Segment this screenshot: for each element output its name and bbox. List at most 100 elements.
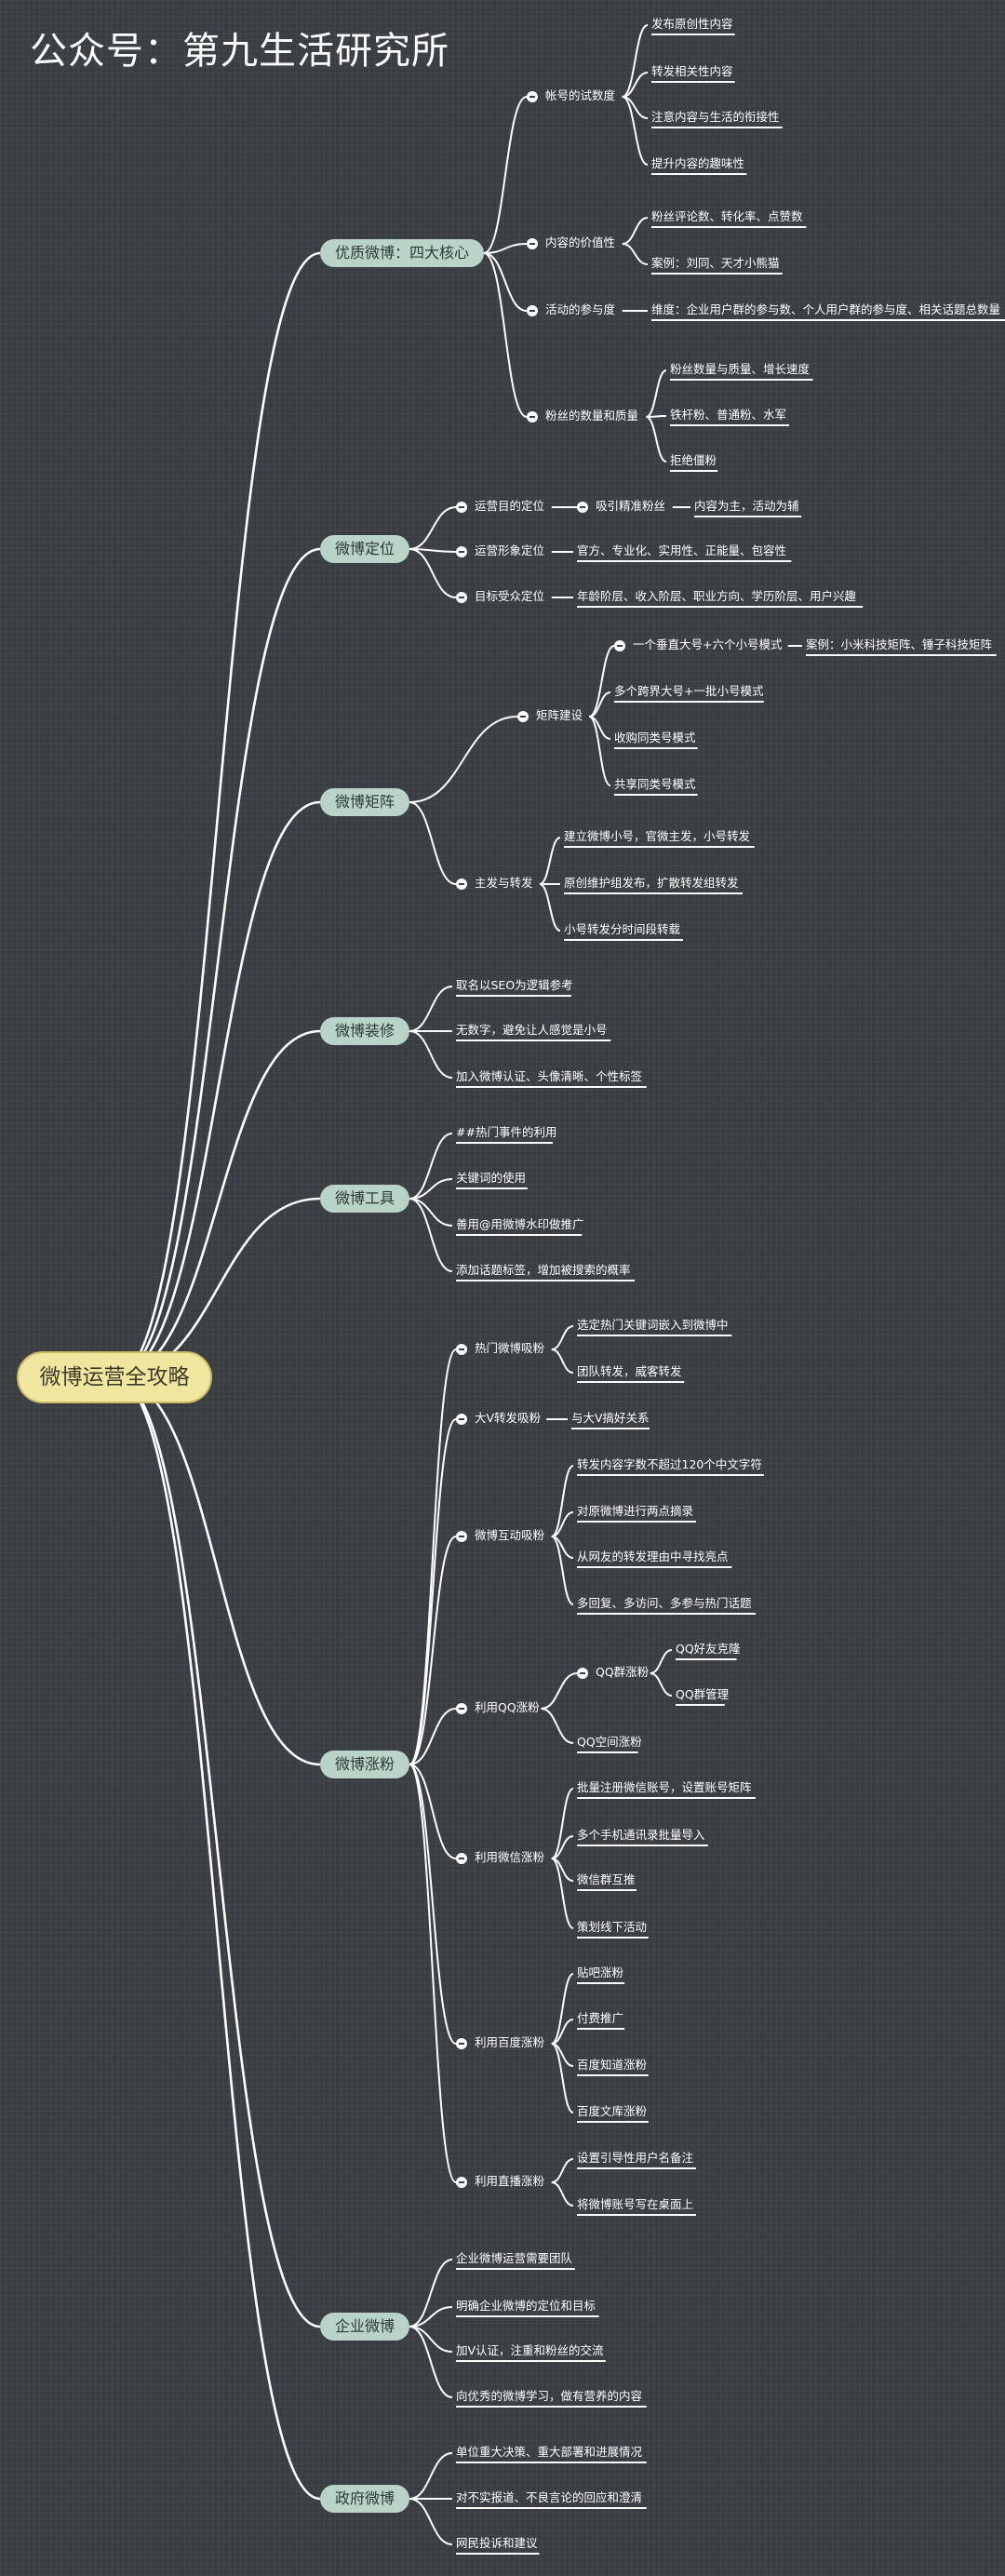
collapse-icon[interactable] <box>614 640 625 651</box>
subtopic[interactable]: 活动的参与度 <box>545 302 616 316</box>
subtopic[interactable]: 主发与转发 <box>475 876 533 890</box>
leaf-topic[interactable]: 案例：刘同、天才小熊猫 <box>651 256 780 270</box>
collapse-icon[interactable] <box>456 1703 467 1714</box>
branch-topic[interactable]: 政府微博 <box>320 2485 410 2513</box>
leaf-topic[interactable]: 官方、专业化、实用性、正能量、包容性 <box>577 543 787 557</box>
root-topic[interactable]: 微博运营全攻略 <box>17 1351 212 1403</box>
leaf-topic[interactable]: 吸引精准粉丝 <box>596 499 666 513</box>
leaf-topic[interactable]: QQ群涨粉 <box>596 1665 650 1679</box>
subtopic[interactable]: 单位重大决策、重大部署和进展情况 <box>456 2445 643 2459</box>
leaf-topic[interactable]: 付费推广 <box>577 2011 624 2025</box>
subtopic[interactable]: 利用QQ涨粉 <box>475 1700 540 1714</box>
leaf-topic[interactable]: 百度文库涨粉 <box>577 2104 648 2118</box>
subtopic[interactable]: ##热门事件的利用 <box>456 1125 557 1139</box>
branch-topic[interactable]: 微博工具 <box>320 1185 410 1213</box>
collapse-icon[interactable] <box>456 1414 467 1425</box>
leaf-topic[interactable]: 转发内容字数不超过120个中文字符 <box>577 1457 762 1471</box>
subtopic[interactable]: 明确企业微博的定位和目标 <box>456 2299 596 2313</box>
leaf-topic[interactable]: 对原微博进行两点摘录 <box>577 1504 694 1518</box>
leaf-topic[interactable]: 多回复、多访问、多参与热门话题 <box>577 1596 752 1610</box>
subtopic[interactable]: 内容的价值性 <box>545 235 616 249</box>
subtopic[interactable]: 粉丝的数量和质量 <box>545 409 639 423</box>
collapse-icon[interactable] <box>456 1344 467 1355</box>
collapse-icon[interactable] <box>577 1668 588 1679</box>
leaf-topic[interactable]: 转发相关性内容 <box>651 64 733 78</box>
collapse-icon[interactable] <box>577 502 588 513</box>
subtopic[interactable]: 加V认证，注重和粉丝的交流 <box>456 2343 604 2357</box>
collapse-icon[interactable] <box>456 1853 467 1864</box>
collapse-icon[interactable] <box>456 1531 467 1542</box>
collapse-icon[interactable] <box>527 91 538 102</box>
leaf-topic[interactable]: 注意内容与生活的衔接性 <box>651 110 780 124</box>
collapse-icon[interactable] <box>456 546 467 557</box>
subtopic[interactable]: 运营目的定位 <box>475 499 545 513</box>
leaf-topic[interactable]: 发布原创性内容 <box>651 17 733 31</box>
subtopic[interactable]: 关键词的使用 <box>456 1171 527 1185</box>
subtopic[interactable]: 向优秀的微博学习，做有营养的内容 <box>456 2389 643 2403</box>
collapse-icon[interactable] <box>527 305 538 316</box>
leaf-topic[interactable]: 拒绝僵粉 <box>670 453 717 467</box>
leaf-topic[interactable]: 维度：企业用户群的参与数、个人用户群的参与度、相关话题总数量 <box>651 302 1001 316</box>
collapse-icon[interactable] <box>456 502 467 513</box>
collapse-icon[interactable] <box>527 238 538 249</box>
leaf-topic[interactable]: 小号转发分时间段转载 <box>564 922 681 936</box>
collapse-icon[interactable] <box>527 411 538 423</box>
leaf-topic[interactable]: 微信群互推 <box>577 1872 636 1886</box>
leaf-topic[interactable]: 内容为主，活动为辅 <box>694 499 799 513</box>
collapse-icon[interactable] <box>456 2177 467 2188</box>
subtopic[interactable]: 加入微博认证、头像清晰、个性标签 <box>456 1069 643 1083</box>
branch-topic[interactable]: 微博装修 <box>320 1017 410 1045</box>
subtopic[interactable]: 利用百度涨粉 <box>475 2035 545 2049</box>
subtopic[interactable]: 企业微博运营需要团队 <box>456 2251 573 2265</box>
leaf-topic[interactable]: 一个垂直大号+六个小号模式 <box>633 637 783 651</box>
leaf-topic[interactable]: 与大V搞好关系 <box>571 1411 650 1425</box>
branch-topic[interactable]: 优质微博：四大核心 <box>320 239 485 267</box>
subtopic[interactable]: 帐号的试数度 <box>545 88 616 102</box>
subtopic[interactable]: 无数字，避免让人感觉是小号 <box>456 1023 608 1037</box>
collapse-icon[interactable] <box>517 711 529 722</box>
subtopic[interactable]: 对不实报道、不良言论的回应和澄清 <box>456 2490 643 2504</box>
collapse-icon[interactable] <box>456 2038 467 2049</box>
leaf-topic[interactable]: 将微博账号写在桌面上 <box>577 2197 694 2211</box>
subtopic[interactable]: 利用微信涨粉 <box>475 1850 545 1864</box>
branch-topic[interactable]: 微博定位 <box>320 535 410 563</box>
leaf-topic[interactable]: QQ好友克隆 <box>676 1642 741 1656</box>
leaf-topic[interactable]: 建立微博小号，官微主发，小号转发 <box>564 829 751 843</box>
leaf-topic[interactable]: 设置引导性用户名备注 <box>577 2151 694 2165</box>
subtopic[interactable]: 运营形象定位 <box>475 543 545 557</box>
subtopic[interactable]: 热门微博吸粉 <box>475 1341 545 1355</box>
subtopic[interactable]: 矩阵建设 <box>536 708 583 722</box>
subtopic[interactable]: 目标受众定位 <box>475 589 545 603</box>
leaf-topic[interactable]: 贴吧涨粉 <box>577 1966 624 1979</box>
leaf-topic[interactable]: 粉丝评论数、转化率、点赞数 <box>651 209 803 223</box>
leaf-topic[interactable]: 团队转发，威客转发 <box>577 1364 682 1378</box>
leaf-topic[interactable]: 百度知道涨粉 <box>577 2058 648 2072</box>
leaf-topic[interactable]: 案例：小米科技矩阵、锤子科技矩阵 <box>806 637 993 651</box>
branch-topic[interactable]: 微博涨粉 <box>320 1751 410 1778</box>
branch-topic[interactable]: 微博矩阵 <box>320 788 410 816</box>
leaf-topic[interactable]: 多个跨界大号+一批小号模式 <box>614 684 764 698</box>
leaf-topic[interactable]: 从网友的转发理由中寻找亮点 <box>577 1550 729 1563</box>
leaf-topic[interactable]: 选定热门关键词嵌入到微博中 <box>577 1318 729 1332</box>
leaf-topic[interactable]: 原创维护组发布，扩散转发组转发 <box>564 876 739 890</box>
subtopic[interactable]: 善用@用微博水印做推广 <box>456 1217 584 1231</box>
leaf-topic[interactable]: 年龄阶层、收入阶层、职业方向、学历阶层、用户兴趣 <box>577 589 857 603</box>
subtopic[interactable]: 网民投诉和建议 <box>456 2536 538 2550</box>
leaf-topic[interactable]: 提升内容的趣味性 <box>651 156 745 170</box>
leaf-topic[interactable]: 收购同类号模式 <box>614 731 696 745</box>
collapse-icon[interactable] <box>456 879 467 890</box>
collapse-icon[interactable] <box>456 592 467 603</box>
subtopic[interactable]: 大V转发吸粉 <box>475 1411 542 1425</box>
leaf-topic[interactable]: 铁杆粉、普通粉、水军 <box>670 408 787 422</box>
leaf-topic[interactable]: 策划线下活动 <box>577 1920 648 1934</box>
subtopic[interactable]: 微博互动吸粉 <box>475 1528 545 1542</box>
subtopic[interactable]: 添加话题标签，增加被搜索的概率 <box>456 1263 631 1277</box>
leaf-topic[interactable]: 粉丝数量与质量、增长速度 <box>670 362 811 376</box>
leaf-topic[interactable]: 共享同类号模式 <box>614 777 696 791</box>
leaf-topic[interactable]: QQ群管理 <box>676 1687 730 1701</box>
leaf-topic[interactable]: 批量注册微信账号，设置账号矩阵 <box>577 1780 752 1794</box>
subtopic[interactable]: 取名以SEO为逻辑参考 <box>456 978 573 992</box>
subtopic[interactable]: 利用直播涨粉 <box>475 2174 545 2188</box>
leaf-topic[interactable]: QQ空间涨粉 <box>577 1735 642 1749</box>
branch-topic[interactable]: 企业微博 <box>320 2313 410 2341</box>
